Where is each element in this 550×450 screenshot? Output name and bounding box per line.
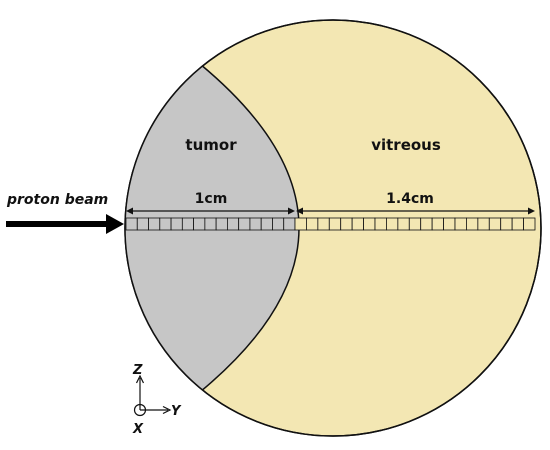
tumor-voxel [204, 217, 217, 231]
tumor-voxel [170, 217, 183, 231]
vitreous-voxel [340, 217, 353, 231]
vitreous-depth-label: 1.4cm [386, 191, 434, 207]
tumor-voxel [215, 217, 228, 231]
tumor-voxel [226, 217, 240, 231]
vitreous-voxel [397, 217, 410, 231]
proton-beam-arrow [6, 214, 124, 234]
vitreous-voxel [374, 217, 387, 231]
vitreous-voxel [431, 217, 444, 231]
tumor-voxel [249, 217, 262, 231]
vitreous-voxel [500, 217, 513, 231]
tumor-voxel [125, 217, 138, 231]
coordinate-axes [133, 374, 172, 417]
z-axis-label: Z [132, 363, 143, 378]
vitreous-voxel [306, 217, 319, 231]
vitreous-dimension-line [296, 207, 535, 215]
vitreous-voxel [466, 217, 479, 231]
tumor-dimension-line [126, 207, 295, 215]
x-axis-label: X [132, 422, 144, 437]
vitreous-voxel [511, 217, 524, 231]
eye-outline [124, 19, 542, 437]
vitreous-voxel [408, 217, 422, 231]
x-axis-out-icon [133, 403, 147, 417]
tumor-label: tumor [185, 136, 237, 154]
vitreous-voxel [386, 217, 399, 231]
vitreous-voxel [294, 217, 307, 231]
vitreous-voxel [477, 217, 490, 231]
tumor-voxel [159, 217, 172, 231]
vitreous-voxel [443, 217, 456, 231]
tumor-voxel [136, 217, 149, 231]
vitreous-voxel [488, 217, 502, 231]
tumor-voxel [181, 217, 195, 231]
y-axis-label: Y [171, 404, 182, 419]
tumor-voxel [260, 217, 273, 231]
vitreous-voxel [363, 217, 376, 231]
tumor-voxel [193, 217, 206, 231]
vitreous-voxel [328, 217, 342, 231]
vitreous-label: vitreous [371, 136, 441, 154]
vitreous-voxel [523, 217, 536, 231]
tumor-voxel [148, 217, 161, 231]
vitreous-voxel [317, 217, 330, 231]
tumor-voxel [272, 217, 285, 231]
tumor-depth-label: 1cm [195, 191, 228, 207]
proton-beam-label: proton beam [6, 192, 108, 208]
tumor-voxel [238, 217, 251, 231]
tumor-voxel [283, 217, 296, 231]
vitreous-voxel [454, 217, 467, 231]
detector-voxel-strip [125, 217, 536, 231]
vitreous-voxel [420, 217, 433, 231]
vitreous-voxel [351, 217, 364, 231]
